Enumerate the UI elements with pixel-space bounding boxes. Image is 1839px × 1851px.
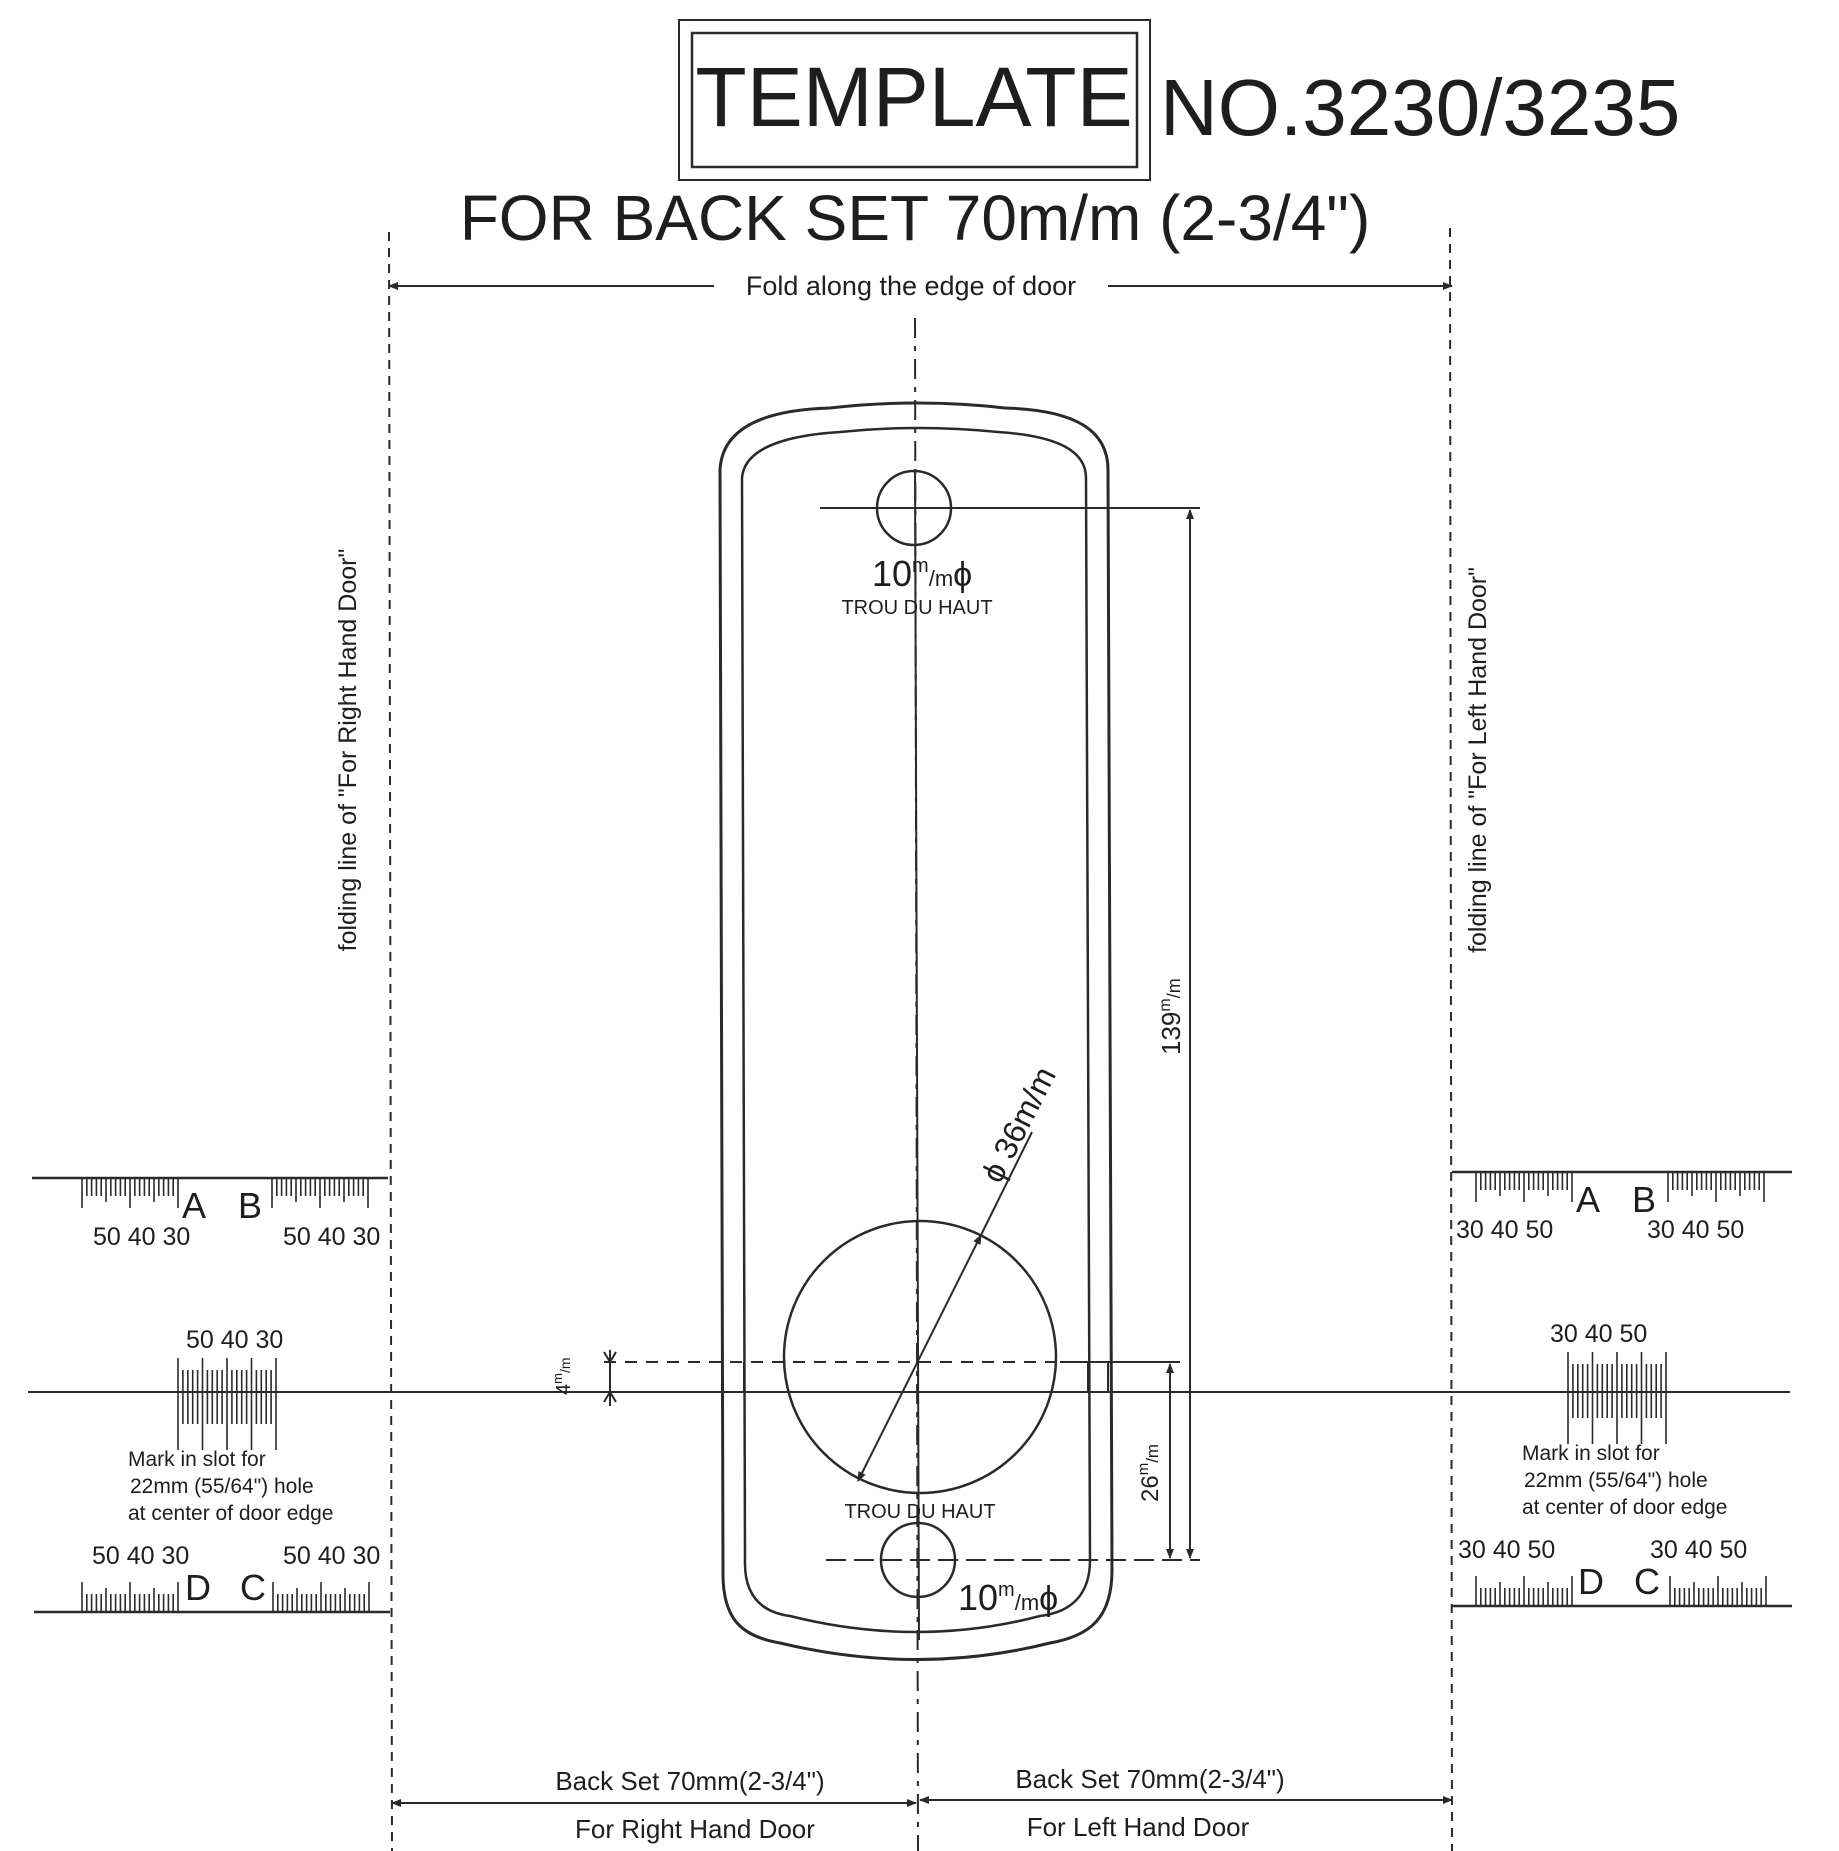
scale-letter-c: C	[240, 1567, 266, 1608]
scale-letter-a-right: A	[1576, 1179, 1600, 1220]
scale-numbers-ab-right-1: 30 40 50	[1456, 1216, 1553, 1244]
scale-numbers-dc-left-1: 50 40 30	[92, 1542, 189, 1570]
left-door-dc-scale: D C 30 40 50 30 40 50	[1452, 1536, 1792, 1608]
right-door-dc-scale: D C 50 40 30 50 40 30	[34, 1542, 390, 1614]
right-door-fold-label: folding line of "For Right Hand Door"	[334, 549, 362, 952]
scale-numbers-dc-left-2: 50 40 30	[283, 1542, 380, 1570]
top-hole-size: 10m/mϕ	[872, 553, 972, 594]
bore-diameter-leader	[980, 1131, 1033, 1236]
slot-note-right-2: 22mm (55/64") hole	[1524, 1469, 1708, 1492]
scale-letter-b-right: B	[1632, 1179, 1656, 1220]
for-left-hand-door: For Left Hand Door	[1027, 1812, 1250, 1842]
slot-scale-numbers-right: 30 40 50	[1550, 1320, 1647, 1348]
main-bore-hole	[782, 1219, 1058, 1495]
scale-numbers-dc-right-2: 30 40 50	[1650, 1536, 1747, 1564]
escutcheon-outer-outline	[718, 401, 1114, 1661]
template-inner-frame	[690, 31, 1139, 169]
right-door-ab-scale: A B 50 40 30 50 40 30	[32, 1176, 388, 1251]
slot-note-left-3: at center of door edge	[128, 1502, 333, 1525]
plate-center-line	[914, 469, 920, 1641]
scale-letter-c-right: C	[1634, 1561, 1660, 1602]
scale-letter-a: A	[182, 1185, 206, 1226]
left-door-fold-line	[1449, 227, 1453, 1851]
model-number: NO.3230/3235	[1160, 63, 1680, 152]
for-right-hand-door: For Right Hand Door	[575, 1814, 815, 1844]
left-door-fold-label: folding line of "For Left Hand Door"	[1464, 567, 1492, 953]
bore-diameter-label: ϕ 36m/m	[974, 1061, 1063, 1188]
scale-numbers-ab-left-1: 50 40 30	[93, 1223, 190, 1251]
scale-numbers-dc-right-1: 30 40 50	[1458, 1536, 1555, 1564]
scale-numbers-ab-left-2: 50 40 30	[283, 1223, 380, 1251]
offset-4mm-label: 4m/m	[550, 1357, 575, 1395]
slot-note-right-3: at center of door edge	[1522, 1496, 1727, 1519]
scale-letter-d: D	[185, 1567, 211, 1608]
right-door-fold-line	[388, 231, 393, 1851]
bottom-hole-label: TROU DU HAUT	[844, 1501, 995, 1523]
template-outer-frame	[678, 19, 1151, 181]
left-door-ab-scale: A B 30 40 50 30 40 50	[1452, 1170, 1792, 1244]
slot-note-left-2: 22mm (55/64") hole	[130, 1475, 314, 1498]
dimension-26mm-label: 26m/m	[1135, 1444, 1164, 1502]
slot-note-right-1: Mark in slot for	[1522, 1442, 1660, 1465]
template-label: TEMPLATE	[695, 50, 1132, 144]
bottom-hole-size: 10m/mϕ	[958, 1577, 1058, 1618]
fold-instruction: Fold along the edge of door	[746, 271, 1076, 301]
bore-diameter-arrow	[857, 1234, 982, 1482]
backset-label-right-door: Back Set 70mm(2-3/4")	[555, 1766, 824, 1796]
scale-numbers-ab-right-2: 30 40 50	[1647, 1216, 1744, 1244]
template-subtitle: FOR BACK SET 70m/m (2-3/4")	[460, 182, 1371, 254]
dimension-139mm-label: 139m/m	[1156, 978, 1186, 1055]
right-door-slot-scale: 50 40 30 Mark in slot for 22mm (55/64") …	[128, 1326, 333, 1525]
scale-letter-d-right: D	[1578, 1561, 1604, 1602]
scale-letter-b: B	[238, 1185, 262, 1226]
slot-note-left-1: Mark in slot for	[128, 1448, 266, 1471]
top-hole-label: TROU DU HAUT	[841, 597, 992, 619]
left-door-slot-scale: 30 40 50 Mark in slot for 22mm (55/64") …	[1522, 1320, 1727, 1519]
backset-label-left-door: Back Set 70mm(2-3/4")	[1015, 1764, 1284, 1794]
slot-scale-numbers-left: 50 40 30	[186, 1326, 283, 1354]
